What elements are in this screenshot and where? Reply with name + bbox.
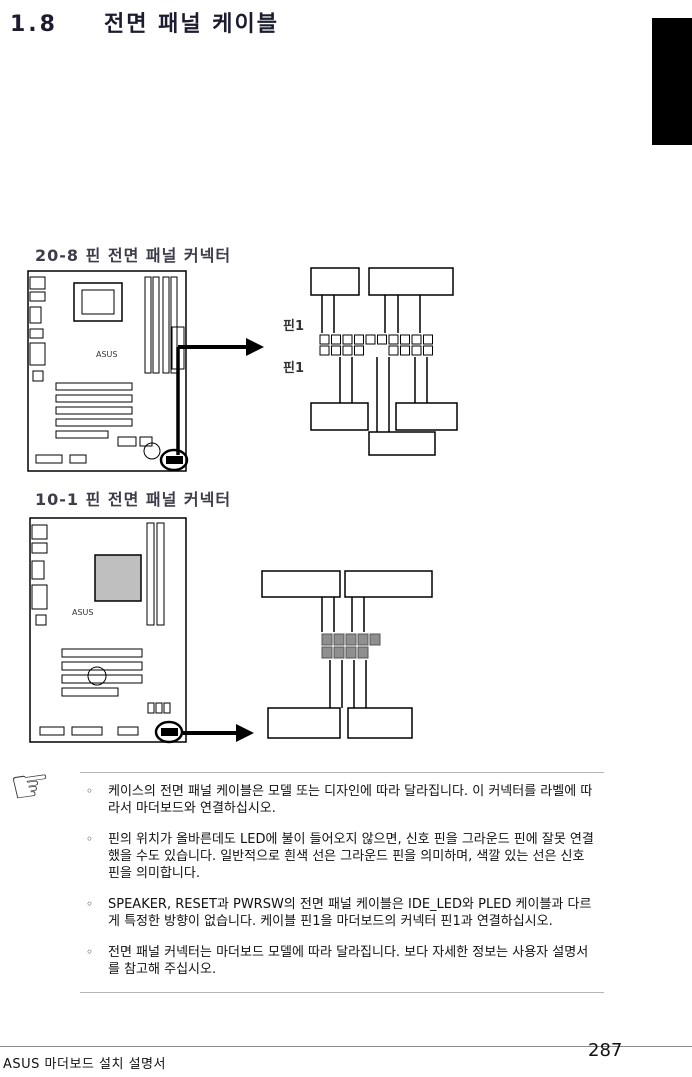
note-item: ◦ 전면 패널 커넥터는 마더보드 모델에 따라 달라집니다. 보다 자세한 정… [80, 944, 604, 978]
battery-icon [143, 442, 161, 460]
expansion-slots-icon [55, 382, 133, 439]
motherboard-diagram-2: ASUS [29, 517, 187, 744]
note-text: 케이스의 전면 패널 케이블은 모델 또는 디자인에 따라 달라집니다. 이 커… [108, 784, 593, 816]
note-bullet-icon: ◦ [86, 897, 94, 911]
chapter-edge-tab [652, 18, 692, 145]
cable-plug-diagram-2 [261, 570, 433, 739]
board-brand-label-2: ASUS [72, 608, 93, 617]
pin1-label-bottom: 핀1 [283, 361, 305, 376]
note-item: ◦ SPEAKER, RESET과 PWRSW의 전면 패널 케이블은 IDE_… [80, 896, 604, 930]
cpu-socket-icon [73, 282, 123, 322]
memory-slots-icon-2 [146, 522, 165, 626]
pointing-hand-icon: ☞ [6, 755, 55, 815]
board-brand-label: ASUS [96, 350, 117, 359]
callout-arrow-icon [176, 338, 264, 455]
section-title-text: 전면 패널 케이블 [103, 12, 279, 37]
note-item: ◦ 케이스의 전면 패널 케이블은 모델 또는 디자인에 따라 달라집니다. 이… [80, 783, 604, 817]
front-panel-connector-highlight [159, 448, 189, 472]
page-number: 287 [588, 1040, 623, 1061]
note-bullet-icon: ◦ [86, 832, 94, 846]
battery-icon-2 [87, 666, 107, 686]
footer-manual-title: ASUS 마더보드 설치 설명서 [3, 1057, 166, 1072]
front-panel-connector-diagram-20-8: ASUS [27, 267, 458, 472]
cpu-socket-icon-2 [94, 554, 142, 602]
pin-header-10-1 [321, 633, 381, 659]
note-text: 전면 패널 커넥터는 마더보드 모델에 따라 달라집니다. 보다 자세한 정보는… [108, 945, 589, 977]
notes-block: ◦ 케이스의 전면 패널 케이블은 모델 또는 디자인에 따라 달라집니다. 이… [80, 772, 604, 993]
note-bullet-icon: ◦ [86, 784, 94, 798]
memory-slots-icon [144, 276, 178, 374]
front-panel-connector-diagram-10-1: ASUS [29, 517, 433, 744]
pin1-label-top: 핀1 [283, 319, 305, 334]
section2-heading: 10-1 핀 전면 패널 커넥터 [35, 490, 232, 509]
expansion-slots-icon-2 [61, 648, 143, 697]
motherboard-diagram-1: ASUS [27, 270, 189, 472]
note-text: 핀의 위치가 올바른데도 LED에 불이 들어오지 않으면, 신호 핀을 그라운… [108, 832, 594, 881]
section-number: 1.8 [10, 12, 58, 37]
front-panel-connector-highlight-2 [154, 720, 184, 744]
callout-arrow-icon-2 [183, 724, 254, 742]
note-item: ◦ 핀의 위치가 올바른데도 LED에 불이 들어오지 않으면, 신호 핀을 그… [80, 831, 604, 882]
page-title: 1.8 전면 패널 케이블 [10, 6, 279, 38]
cable-plug-diagram-1 [310, 267, 458, 456]
section1-heading: 20-8 핀 전면 패널 커넥터 [35, 246, 232, 265]
footer-divider [0, 1046, 692, 1047]
pin-header-20-8 [319, 334, 433, 356]
note-text: SPEAKER, RESET과 PWRSW의 전면 패널 케이블은 IDE_LE… [108, 897, 592, 929]
note-bullet-icon: ◦ [86, 945, 94, 959]
